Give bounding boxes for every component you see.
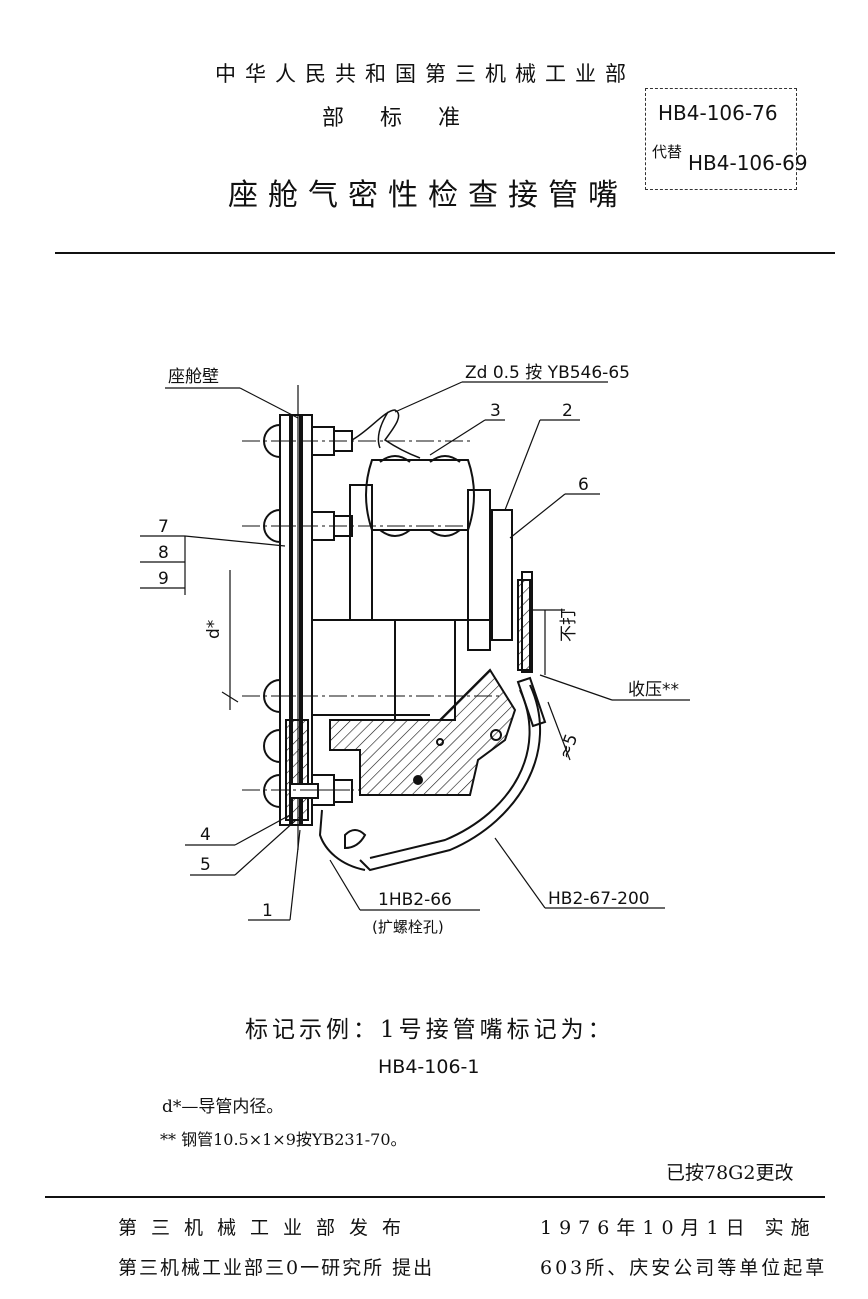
footer-divider <box>45 1196 825 1198</box>
label-lock-wire: Zd 0.5 按 YB546-65 <box>465 363 630 383</box>
rivet-heads <box>263 423 281 809</box>
marking-example: 标记示例：1号接管嘴标记为： <box>245 1017 615 1043</box>
steel-tube <box>318 676 547 872</box>
assembly-drawing: 座舱壁 Zd 0.5 按 YB546-65 3 2 6 7 8 9 d* 不打 … <box>140 363 690 936</box>
label-part-4: 4 <box>200 825 211 845</box>
hex-nut <box>349 455 475 621</box>
label-hb2-66: 1HB2-66 <box>378 890 452 910</box>
revision-note: 已按78G2更改 <box>666 1162 794 1184</box>
safety-wire <box>351 409 421 459</box>
cockpit-wall <box>279 385 313 850</box>
note-steel-tube: ** 钢管10.5×1×9按YB231-70。 <box>160 1130 407 1149</box>
label-cockpit-wall: 座舱壁 <box>168 367 219 387</box>
label-part-9: 9 <box>158 569 169 589</box>
ministry-name: 中华人民共和国第三机械工业部 <box>215 62 635 86</box>
drafted-by: 603所、庆安公司等单位起草 <box>540 1257 828 1279</box>
label-part-7: 7 <box>158 517 169 537</box>
label-press: 收压** <box>628 680 679 700</box>
label-part-1: 1 <box>262 901 273 921</box>
standard-code-box: HB4-106-76 代替 HB4-106-69 <box>645 88 808 190</box>
label-part-6: 6 <box>578 475 589 495</box>
header-divider <box>55 252 835 254</box>
standard-type: 部标准 <box>322 106 497 131</box>
label-part-3: 3 <box>490 401 501 421</box>
label-part-2: 2 <box>562 401 573 421</box>
label-no-hit: 不打 <box>559 608 579 642</box>
standard-code: HB4-106-76 <box>658 101 778 125</box>
leader-lines <box>140 381 690 921</box>
label-part-8: 8 <box>158 543 169 563</box>
replaces-code: HB4-106-69 <box>688 151 808 175</box>
page-title: 座舱气密性检查接管嘴 <box>228 178 628 213</box>
pipe-body <box>312 489 533 721</box>
issued-by: 第三机械工业部发布 <box>118 1217 416 1239</box>
note-inner-diameter: d*—导管内径。 <box>162 1097 284 1117</box>
center-lines <box>242 440 500 791</box>
effective-date: 1976年10月1日 实施 <box>540 1217 817 1239</box>
label-hb2-67: HB2-67-200 <box>548 889 650 909</box>
label-part-5: 5 <box>200 855 211 875</box>
proposed-by: 第三机械工业部三0一研究所 提出 <box>118 1257 435 1279</box>
replaces-label: 代替 <box>652 143 683 161</box>
marking-example-code: HB4-106-1 <box>378 1056 480 1078</box>
label-dimension: ≈5 <box>555 731 582 761</box>
label-hb2-66-note: (扩螺栓孔) <box>372 918 444 936</box>
flange-section <box>329 668 517 796</box>
label-diameter: d* <box>204 620 224 639</box>
